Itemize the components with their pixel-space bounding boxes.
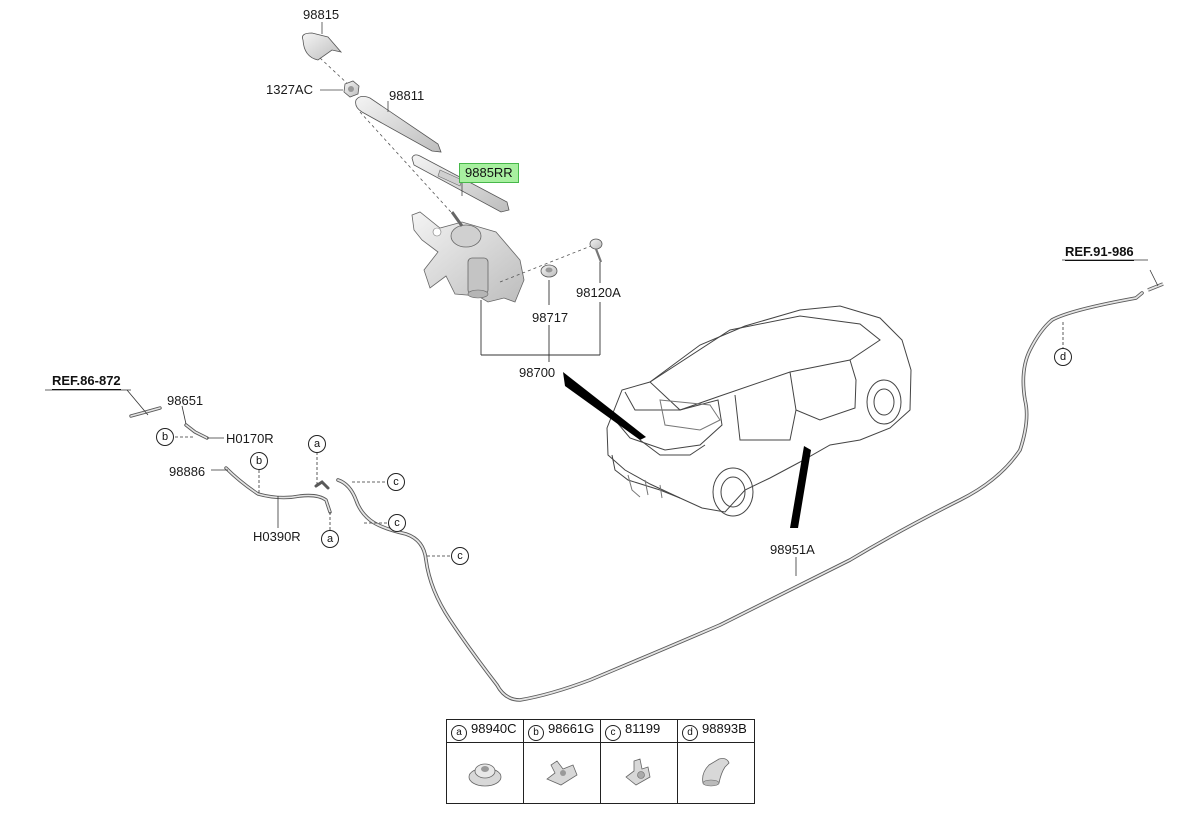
location-pointer-98700: [563, 372, 646, 440]
hose-leader-lines: [45, 259, 1159, 576]
nut-1327AC: [343, 80, 360, 98]
callout-d-1: d: [1054, 348, 1072, 366]
label-1327AC: 1327AC: [266, 82, 313, 97]
leader-98815-dash: [319, 57, 351, 87]
legend-part-a: 98940C: [471, 721, 517, 736]
ref-label-right: REF.91-986: [1065, 244, 1134, 261]
label-98700: 98700: [519, 365, 556, 380]
clip-icon: [546, 759, 578, 785]
wiper-blade-9885RR: [411, 154, 510, 213]
parts-legend-table: a 98940C b 98661G c 81199 d 98893B: [446, 719, 755, 804]
legend-cell-d: [677, 742, 755, 804]
assembly-bracket-98700: [480, 262, 601, 362]
legend-part-c: 81199: [625, 721, 661, 736]
legend-part-d: 98893B: [702, 721, 747, 736]
location-pointer-98951A: [790, 446, 811, 528]
legend-header-b: b 98661G: [523, 719, 601, 743]
clamp-icon: [625, 757, 651, 785]
callout-a-2: a: [321, 530, 339, 548]
legend-cell-a: [446, 742, 524, 804]
legend-part-b: 98661G: [548, 721, 595, 736]
callout-b-2: b: [250, 452, 268, 470]
callout-b-1: b: [156, 428, 174, 446]
label-98651: 98651: [167, 393, 204, 408]
washer-hose-98951A: [336, 291, 1144, 702]
wiper-motor-assembly: [411, 211, 525, 303]
legend-letter-d: d: [682, 725, 698, 741]
washer-hose-right-end: [1147, 282, 1164, 292]
legend-header-c: c 81199: [600, 719, 678, 743]
label-H0170R: H0170R: [226, 431, 274, 446]
label-9885RR-highlighted[interactable]: 9885RR: [459, 163, 519, 183]
label-98815: 98815: [303, 7, 340, 22]
grommet-icon: [468, 763, 502, 786]
label-98717: 98717: [532, 310, 569, 325]
label-98120A: 98120A: [576, 285, 621, 300]
legend-letter-c: c: [605, 725, 621, 741]
legend-cell-b: [523, 742, 601, 804]
label-98886: 98886: [169, 464, 206, 479]
grommet-98717: [540, 264, 558, 278]
wiper-cap-98815: [302, 32, 343, 61]
leader-arm-dash: [359, 111, 461, 223]
washer-hose-left-segment: [129, 406, 332, 514]
hose-boot-icon: [702, 757, 730, 786]
callout-c-2: c: [388, 514, 406, 532]
legend-header-d: d 98893B: [677, 719, 755, 743]
legend-cell-c: [600, 742, 678, 804]
label-98811: 98811: [389, 88, 425, 103]
vehicle-illustration: [606, 305, 912, 517]
wiper-arm-98811: [355, 96, 442, 153]
label-H0390R: H0390R: [253, 529, 301, 544]
callout-a-1: a: [308, 435, 326, 453]
bolt-98120A: [589, 238, 603, 263]
legend-header-a: a 98940C: [446, 719, 524, 743]
legend-letter-a: a: [451, 725, 467, 741]
callout-c-1: c: [387, 473, 405, 491]
callout-c-3: c: [451, 547, 469, 565]
label-98951A: 98951A: [770, 542, 815, 557]
legend-letter-b: b: [528, 725, 544, 741]
ref-label-left: REF.86-872: [52, 373, 121, 390]
leader-bolt-dash: [499, 243, 597, 283]
